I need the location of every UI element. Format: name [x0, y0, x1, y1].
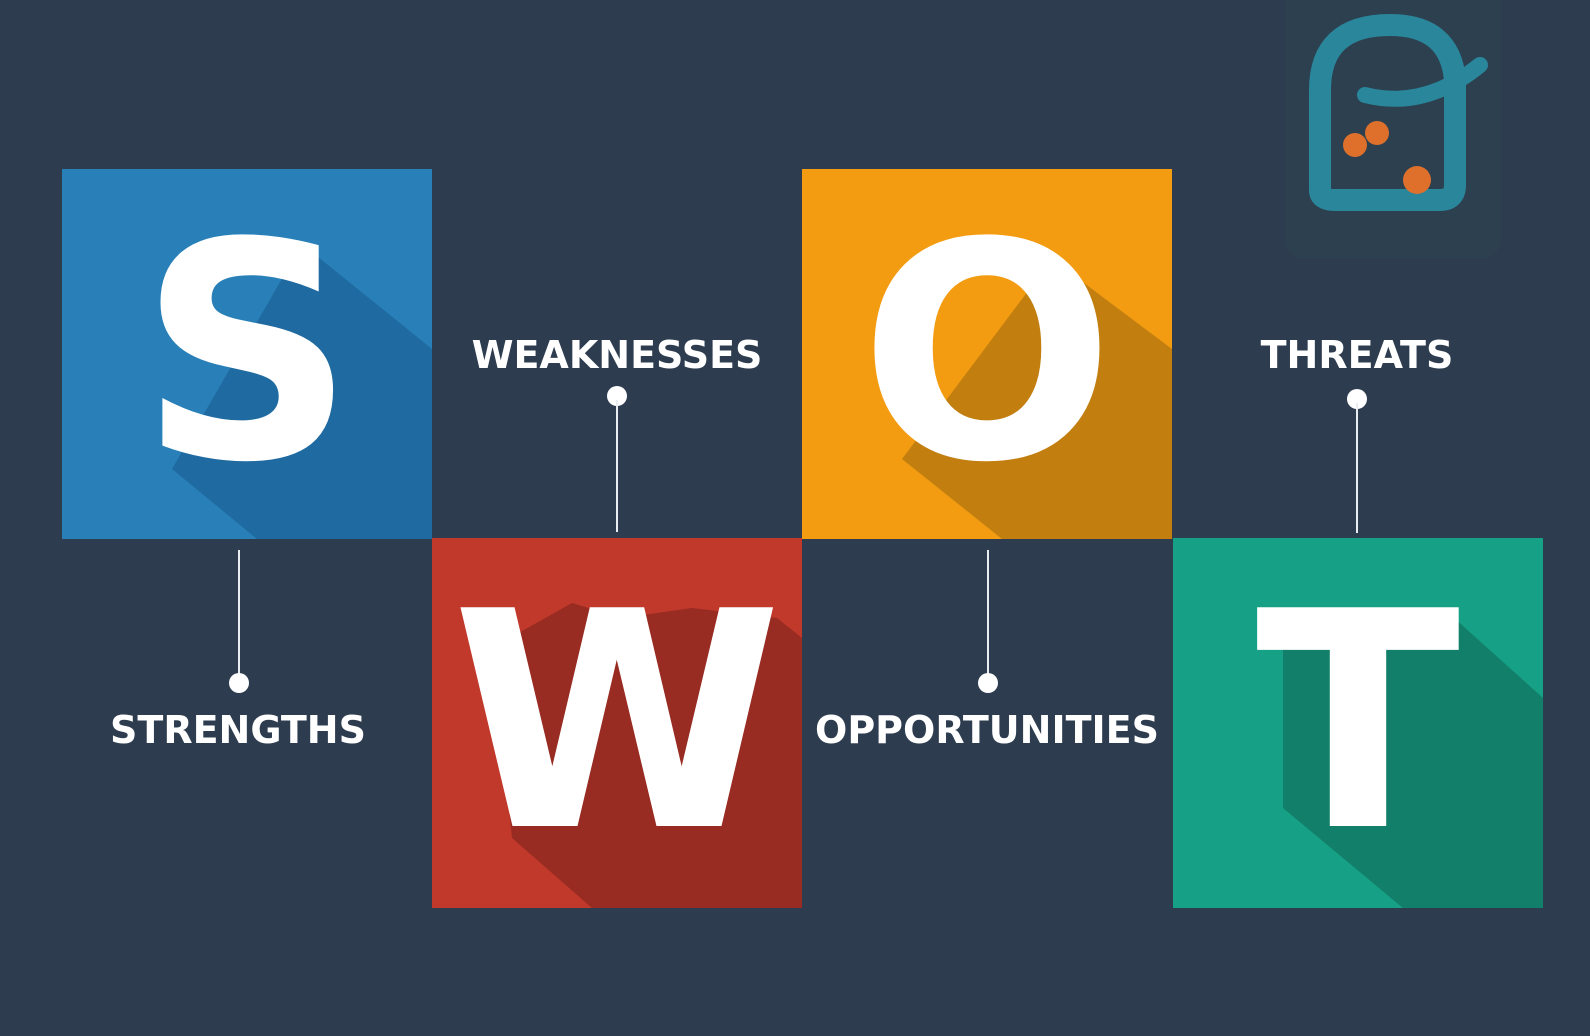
weaknesses-tile-shadow — [492, 603, 802, 908]
opportunities-letter: O — [859, 179, 1115, 528]
weaknesses-connector-dot — [607, 386, 627, 406]
strengths-tile: S — [62, 169, 432, 539]
strengths-tile-shadow — [172, 244, 432, 539]
threats-label: THREATS — [1260, 333, 1454, 377]
weaknesses-connector-line — [616, 400, 618, 532]
threats-connector-line — [1356, 403, 1358, 533]
threats-letter: T — [1255, 548, 1461, 897]
opportunities-label: OPPORTUNITIES — [815, 708, 1159, 752]
threats-tile: T — [1173, 538, 1543, 908]
threats-connector-dot — [1347, 389, 1367, 409]
brand-logo-icon — [1309, 14, 1488, 211]
strengths-letter: S — [138, 179, 356, 528]
threats-tile-shadow — [1283, 608, 1543, 908]
strengths-label: STRENGTHS — [110, 708, 366, 752]
opportunities-tile: O — [802, 169, 1172, 539]
weaknesses-letter: W — [451, 548, 783, 897]
weaknesses-tile: W — [432, 538, 802, 908]
strengths-connector-dot — [229, 673, 249, 693]
opportunities-connector-dot — [978, 673, 998, 693]
weaknesses-label: WEAKNESSES — [471, 333, 763, 377]
strengths-connector-line — [238, 550, 240, 680]
opportunities-connector-line — [987, 550, 989, 680]
brand-logo — [1285, 0, 1501, 258]
opportunities-tile-shadow — [902, 259, 1172, 539]
